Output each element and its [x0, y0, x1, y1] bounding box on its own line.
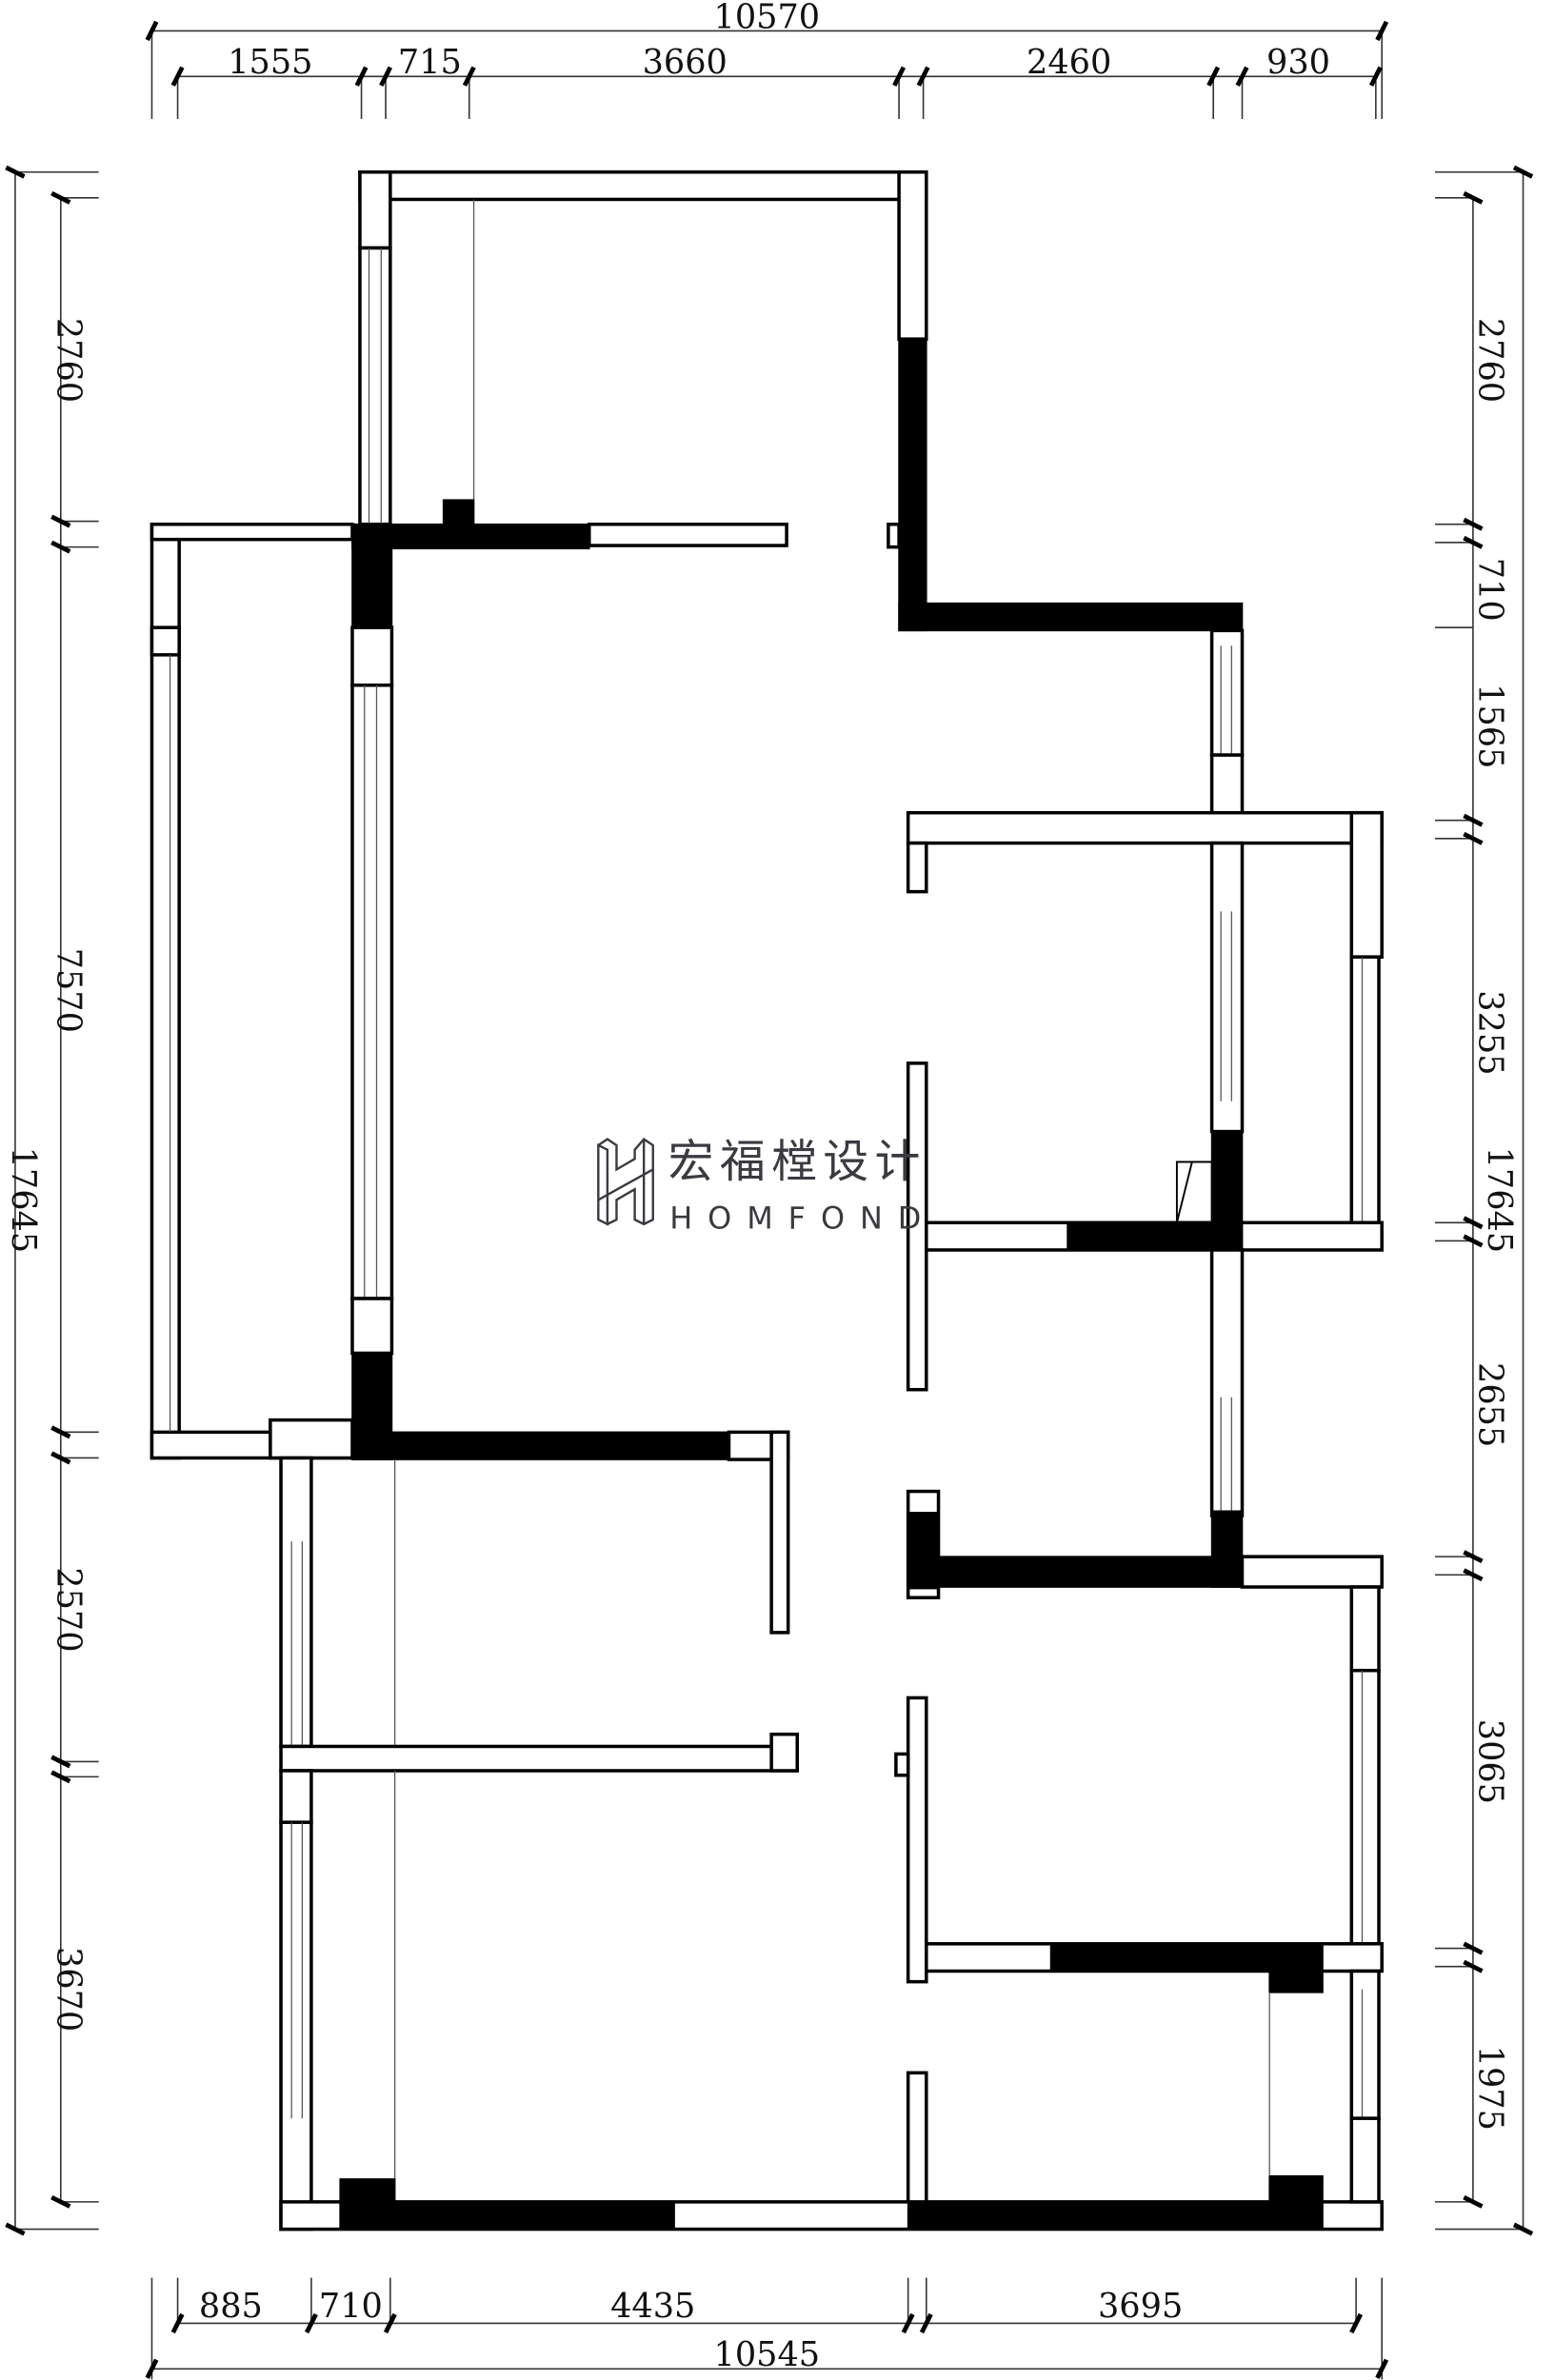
dim-left-4: 3670	[50, 1947, 89, 2032]
left-dimensions: 17645 2760 7570 2570 3670	[4, 165, 99, 2236]
logo-chinese: 宏福樘设计	[668, 1136, 927, 1188]
dim-bottom-4: 3695	[1098, 2287, 1183, 2326]
dim-top-4: 2460	[1027, 43, 1111, 82]
right-dimensions: 17645 2760 710 1565 3255 2655 3065 1975	[1435, 165, 1534, 2236]
dim-bottom-total: 10545	[714, 2335, 821, 2374]
dim-right-5: 2655	[1470, 1362, 1509, 1447]
dim-right-3: 1565	[1470, 684, 1509, 768]
dim-bottom-1: 885	[199, 2287, 263, 2326]
logo-h-icon	[597, 1137, 654, 1226]
dim-bottom-2: 710	[319, 2287, 383, 2326]
dim-left-total: 17645	[4, 1147, 43, 1254]
dim-bottom-3: 4435	[610, 2287, 695, 2326]
dim-top-3: 3660	[643, 43, 728, 82]
top-dimensions: 10570 1555 715 3660 2460 930	[145, 0, 1389, 119]
dim-right-1: 2760	[1470, 318, 1509, 403]
dim-right-6: 3065	[1470, 1719, 1509, 1804]
dim-left-1: 2760	[50, 318, 89, 403]
dim-right-2: 710	[1470, 558, 1509, 622]
dim-top-total: 10570	[714, 0, 821, 36]
dim-left-2: 7570	[50, 948, 89, 1033]
dim-top-2: 715	[398, 43, 462, 82]
logo-english: HOMFOND	[669, 1200, 936, 1237]
dim-left-3: 2570	[50, 1567, 89, 1652]
dim-right-total: 17645	[1480, 1147, 1519, 1254]
dim-right-7: 1975	[1470, 2046, 1509, 2131]
homfond-logo: 宏福樘设计 HOMFOND	[597, 1136, 936, 1237]
bottom-dimensions: 885 710 4435 3695 10545	[145, 2277, 1389, 2380]
walls	[150, 169, 1384, 2231]
dim-top-1: 1555	[228, 43, 312, 82]
dim-top-5: 930	[1266, 43, 1330, 82]
dim-right-4: 3255	[1470, 990, 1509, 1075]
